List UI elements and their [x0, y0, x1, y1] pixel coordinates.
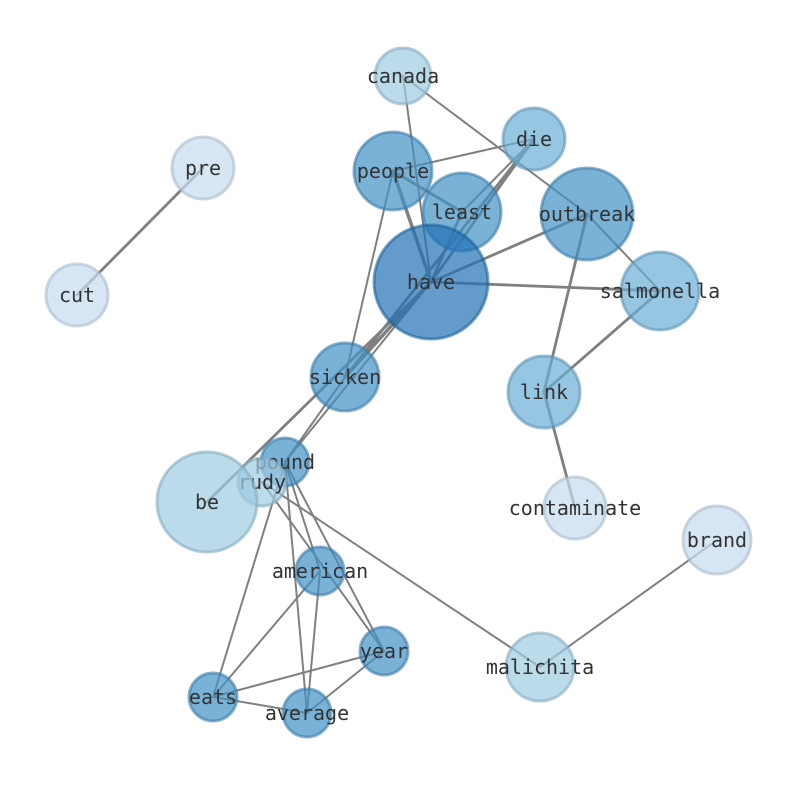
node-label-cut: cut: [59, 283, 95, 307]
node-circle-be: [155, 450, 259, 554]
node-circle-people: [352, 130, 434, 212]
node-circle-salmonella: [619, 250, 701, 332]
node-circle-sicken: [309, 341, 381, 413]
node-pre: pre: [170, 135, 236, 201]
node-circle-pre: [170, 135, 236, 201]
node-circle-cut: [44, 262, 110, 328]
node-circle-have: [372, 223, 490, 341]
node-label-brand: brand: [687, 528, 747, 552]
node-people: people: [352, 130, 434, 212]
node-label-average: average: [265, 701, 349, 725]
node-label-die: die: [516, 127, 552, 151]
node-sicken: sicken: [309, 341, 381, 413]
node-label-have: have: [407, 270, 455, 294]
node-circle-canada: [373, 46, 433, 106]
node-label-year: year: [360, 639, 408, 663]
edge-rudy-malichita: [261, 481, 541, 668]
edge-malichita-brand: [539, 539, 718, 668]
node-american: american: [272, 545, 368, 597]
node-label-malichita: malichita: [486, 655, 594, 679]
node-circle-malichita: [504, 631, 576, 703]
node-circle-brand: [681, 504, 753, 576]
node-label-canada: canada: [367, 64, 439, 88]
node-label-american: american: [272, 559, 368, 583]
node-malichita: malichita: [486, 631, 594, 703]
node-circle-american: [294, 545, 346, 597]
node-average: average: [265, 687, 349, 739]
node-eats: eats: [187, 671, 239, 723]
node-circle-link: [506, 354, 582, 430]
node-label-least: least: [432, 200, 492, 224]
node-salmonella: salmonella: [600, 250, 720, 332]
node-die: die: [501, 106, 567, 172]
node-link: link: [506, 354, 582, 430]
node-circle-eats: [187, 671, 239, 723]
node-label-contaminate: contaminate: [509, 496, 641, 520]
edge-pound-average: [284, 461, 308, 714]
node-brand: brand: [681, 504, 753, 576]
edge-year-eats: [212, 650, 385, 698]
node-label-sicken: sicken: [309, 365, 381, 389]
node-have: have: [372, 223, 490, 341]
node-label-link: link: [520, 380, 568, 404]
node-cut: cut: [44, 262, 110, 328]
node-be: be: [155, 450, 259, 554]
node-circle-outbreak: [539, 166, 635, 262]
node-circle-average: [281, 687, 333, 739]
node-label-outbreak: outbreak: [539, 202, 635, 226]
node-label-eats: eats: [189, 685, 237, 709]
node-circle-contaminate: [542, 475, 608, 541]
edge-american-eats: [212, 570, 321, 698]
node-contaminate: contaminate: [509, 475, 641, 541]
node-canada: canada: [367, 46, 439, 106]
node-label-salmonella: salmonella: [600, 279, 720, 303]
node-year: year: [358, 625, 410, 677]
node-label-be: be: [195, 490, 219, 514]
node-label-people: people: [357, 159, 429, 183]
node-circle-year: [358, 625, 410, 677]
node-label-pre: pre: [185, 156, 221, 180]
node-outbreak: outbreak: [539, 166, 635, 262]
node-circle-die: [501, 106, 567, 172]
